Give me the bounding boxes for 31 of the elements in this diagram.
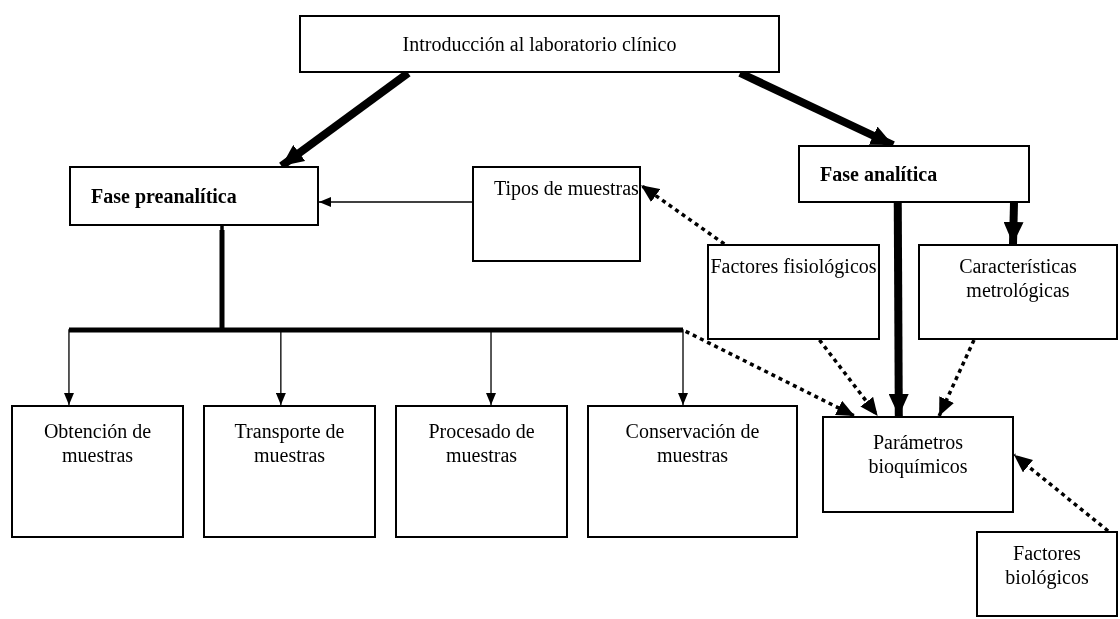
arrow	[318, 197, 473, 207]
arrow	[818, 338, 880, 418]
arrow	[640, 183, 726, 246]
process-box	[69, 166, 319, 226]
process-box	[798, 145, 1030, 203]
process-box	[707, 244, 880, 340]
box-text: Transporte de muestras	[233, 419, 346, 467]
box-text: Fase preanalítica	[91, 184, 237, 208]
box-text: Conservación de muestras	[624, 419, 761, 467]
process-box	[822, 416, 1014, 513]
arrow	[220, 226, 856, 418]
box-text: Parámetros bioquímicos	[867, 430, 969, 478]
process-box	[976, 531, 1118, 617]
process-box	[472, 166, 641, 262]
process-box	[11, 405, 184, 538]
box-text: Obtención de muestras	[42, 419, 153, 467]
box-text: Tipos de muestras	[494, 176, 639, 200]
process-box	[299, 15, 780, 73]
process-box	[203, 405, 376, 538]
box-text: Procesado de muestras	[427, 419, 536, 467]
arrow	[888, 203, 909, 416]
process-box	[395, 405, 568, 538]
process-box	[918, 244, 1118, 340]
box-text: Introducción al laboratorio clínico	[402, 32, 677, 56]
arrow	[1003, 202, 1024, 245]
box-text: Fase analítica	[820, 162, 938, 186]
box-text: Factores biológicos	[1004, 541, 1090, 589]
box-text: Características metrológicas	[958, 254, 1078, 302]
process-box	[587, 405, 798, 538]
arrow	[937, 339, 976, 417]
box-text: Factores fisiológicos	[710, 254, 877, 278]
